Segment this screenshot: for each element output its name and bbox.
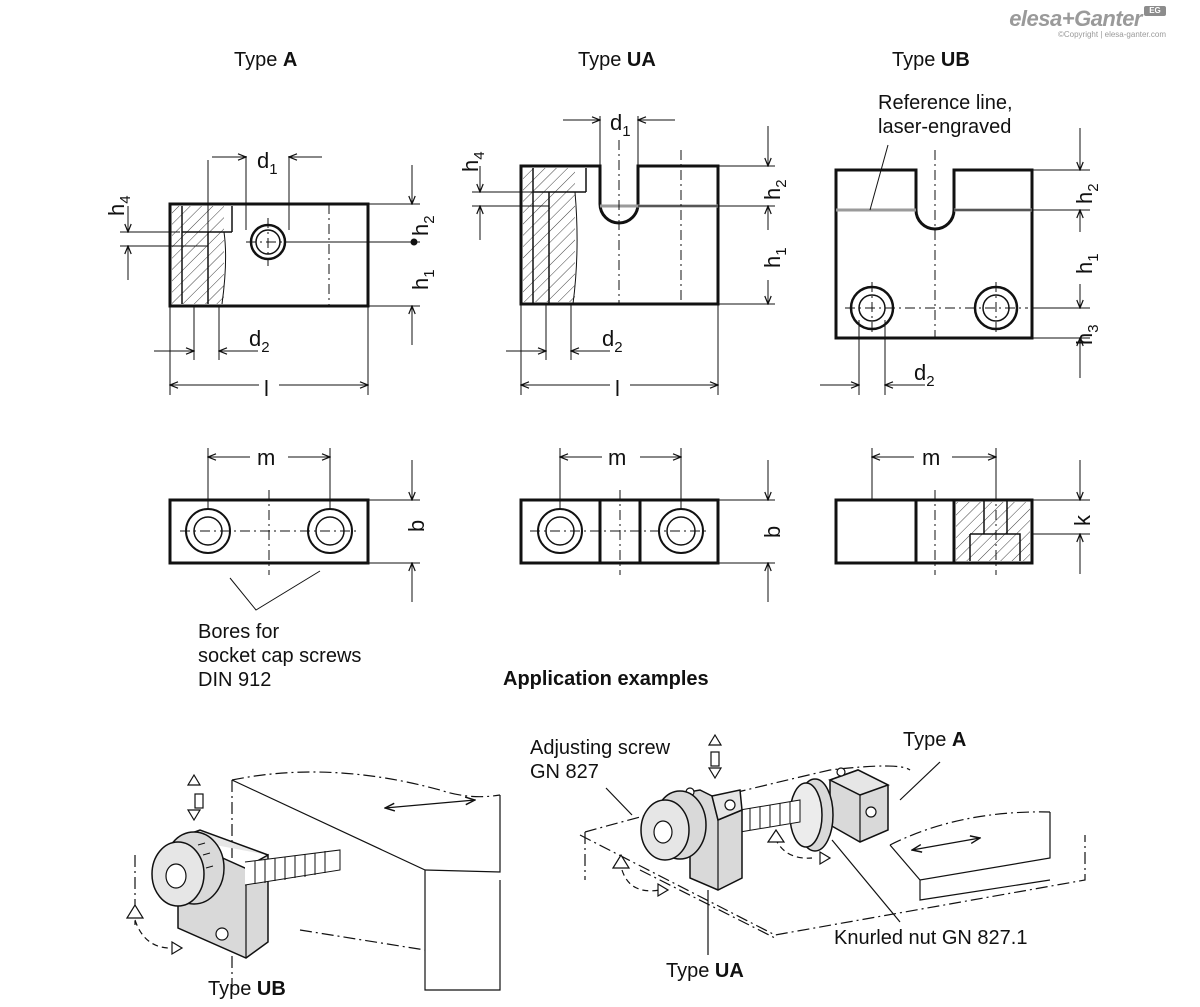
brand-badge: EG (1144, 6, 1166, 16)
dim-m-type-ub: m (922, 445, 940, 470)
dim-m-type-ua: m (608, 445, 626, 470)
brand-copyright: ©Copyright | elesa-ganter.com (1057, 30, 1166, 39)
dimension-labels: d1 d2 l m b h4 h2 h1 d1 d2 l m b h4 h2 h… (104, 110, 1102, 538)
dim-h1-type-ub: h1 (1072, 253, 1102, 274)
type-ub-top-view (834, 448, 1090, 575)
brand-name: elesa+Ganter (1009, 6, 1142, 31)
dim-k-type-ub: k (1070, 514, 1095, 526)
dim-h3-type-ub: h3 (1072, 324, 1102, 345)
dim-m-type-a: m (257, 445, 275, 470)
app-type-ua-label: Type UA (666, 960, 744, 982)
dim-h1-type-a: h1 (408, 269, 438, 290)
app-type-ub-label: Type UB (208, 978, 286, 1000)
adjusting-screw-note: Adjusting screw GN 827 (530, 737, 671, 783)
type-a-front-view (120, 156, 420, 395)
dim-h4-type-ua: h4 (458, 151, 488, 172)
type-ua-heading: Type UA (578, 49, 656, 71)
bores-leader (229, 570, 321, 611)
dim-h1-type-ua: h1 (760, 247, 790, 268)
knurled-nut-note: Knurled nut GN 827.1 (834, 927, 1028, 949)
type-ub-heading: Type UB (892, 49, 970, 71)
reference-line-note: Reference line, laser-engraved (878, 92, 1013, 138)
type-a-heading: Type A (234, 49, 298, 71)
type-a-top-view (168, 448, 420, 611)
type-a-body (168, 202, 370, 308)
dim-h2-type-a: h2 (408, 215, 438, 236)
dim-b-type-ua: b (760, 526, 785, 538)
reference-line-leader (869, 144, 889, 211)
type-ua-front-view (472, 116, 775, 395)
app-type-a-label: Type A (903, 729, 967, 751)
type-ub-body (834, 168, 1034, 340)
dim-d1-type-a: d1 (257, 148, 278, 178)
dim-d2-type-a: d2 (249, 326, 270, 356)
type-ub-front-view (820, 128, 1090, 395)
dim-d2-type-ub: d2 (914, 360, 935, 390)
dim-b-type-a: b (404, 520, 429, 532)
type-ua-top-view (519, 448, 775, 602)
dim-l-type-ua: l (615, 376, 620, 401)
dim-h2-type-ua: h2 (760, 179, 790, 200)
dim-h2-type-ub: h2 (1072, 183, 1102, 204)
application-example-type-ub (125, 771, 501, 991)
application-examples-heading: Application examples (503, 668, 709, 690)
dim-d2-type-ua: d2 (602, 326, 623, 356)
dim-l-type-a: l (264, 376, 269, 401)
application-example-type-ua-a (579, 733, 1086, 955)
bores-note: Bores for socket cap screws DIN 912 (198, 621, 362, 691)
type-ua-body (519, 164, 720, 306)
dim-h4-type-a: h4 (104, 195, 134, 216)
dim-d1-type-ua: d1 (610, 110, 631, 140)
